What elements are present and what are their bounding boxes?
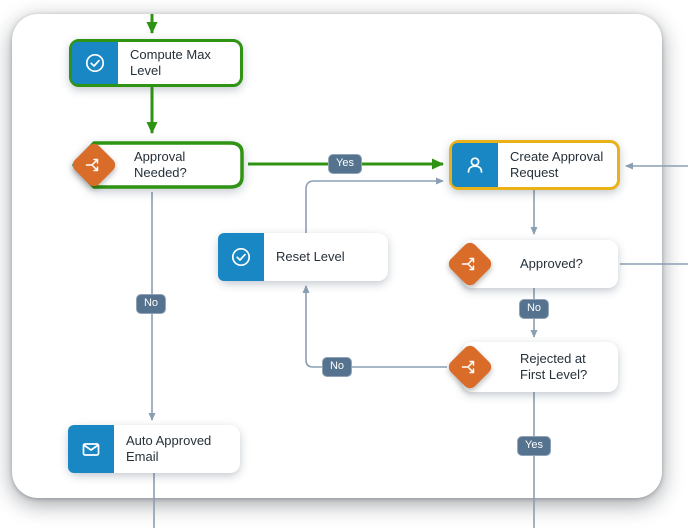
edge-label-yes: Yes: [328, 154, 362, 174]
node-label: Reset Level: [276, 248, 345, 264]
branch-split-icon: [445, 239, 495, 289]
branch-split-icon: [445, 342, 495, 392]
node-label: Create Approval Request: [510, 148, 604, 180]
node-label: Approval Needed?: [134, 148, 187, 180]
node-compute-max-level[interactable]: Compute Max Level: [69, 39, 243, 87]
person-icon: [452, 143, 498, 187]
node-create-approval-request[interactable]: Create Approval Request: [449, 140, 620, 190]
envelope-icon: [68, 425, 114, 473]
node-label: Approved?: [520, 255, 583, 271]
hexagon-outline: [72, 141, 244, 189]
node-auto-approved-email[interactable]: Auto Approved Email: [68, 425, 240, 473]
node-label: Auto Approved Email: [126, 432, 212, 464]
edge-label-no: No: [321, 357, 353, 377]
branch-split-icon: [69, 140, 119, 190]
edge-label-no: No: [135, 294, 167, 314]
node-reset-level[interactable]: Reset Level: [218, 233, 388, 281]
node-label: Rejected at First Level?: [520, 350, 588, 382]
edge-rejected-no-to-reset[interactable]: [302, 285, 447, 368]
edge-reset-to-create[interactable]: [305, 177, 444, 233]
check-circle-icon: [72, 42, 118, 84]
check-circle-icon: [218, 233, 264, 281]
edge-label-no: No: [518, 299, 550, 319]
node-approval-needed[interactable]: Approval Needed?: [66, 136, 250, 194]
node-label: Compute Max Level: [130, 46, 211, 78]
edge-label-yes: Yes: [517, 436, 551, 456]
